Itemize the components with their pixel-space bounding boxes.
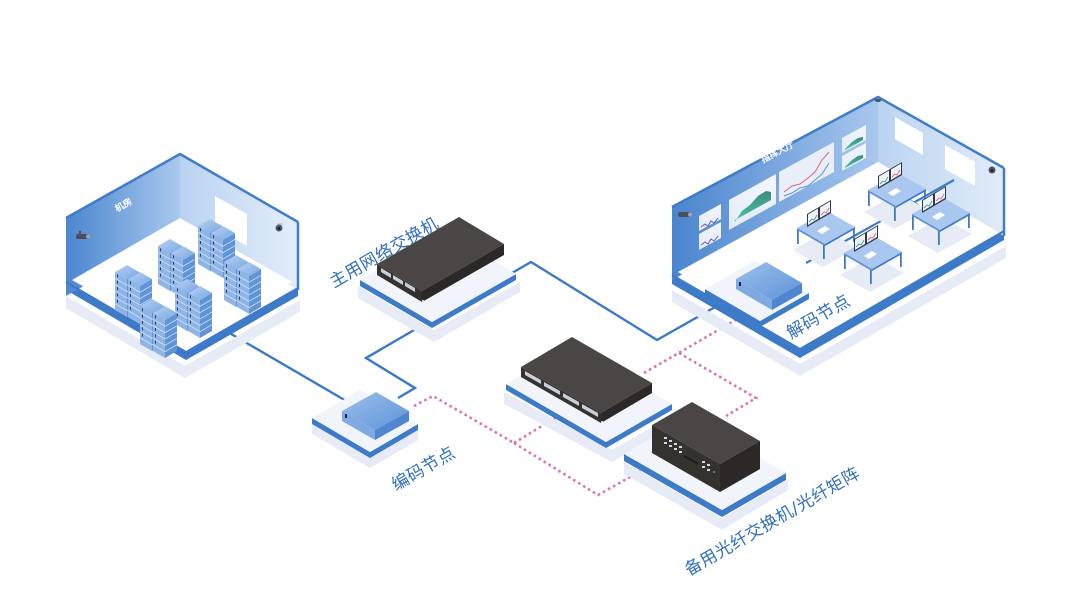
encoder-node[interactable]: 编码节点 xyxy=(312,390,459,495)
decoder-box-icon xyxy=(736,262,802,310)
link-server-room-to-encoder xyxy=(225,329,349,404)
link-encoder-to-main-switch xyxy=(363,324,422,400)
server-room-floor-edge xyxy=(66,282,298,360)
command-hall-floor-edge xyxy=(672,231,1004,358)
wall-screen-line-chart xyxy=(779,142,834,202)
operator-desk-icon xyxy=(908,186,972,253)
dome-camera-icon xyxy=(275,223,283,232)
command-hall-window-1 xyxy=(895,117,923,155)
platform-edge xyxy=(624,454,786,517)
link-junction-to-fiber-matrix xyxy=(513,441,649,497)
platform-shadow xyxy=(624,462,788,530)
platform-shadow xyxy=(504,392,672,462)
command-hall-window-2 xyxy=(945,145,975,186)
command-hall-shadow xyxy=(672,246,1006,376)
link-encoder-to-backup-junction xyxy=(413,394,515,445)
platform-edge xyxy=(506,384,672,448)
server-room-wall-left xyxy=(66,154,180,296)
server-rack-icon xyxy=(210,226,236,278)
fiber-matrix-chassis-icon xyxy=(652,402,760,492)
operator-desk-icon xyxy=(793,200,857,267)
video-wall xyxy=(699,125,866,250)
operator-desk-icon xyxy=(840,225,904,292)
link-backup-switch-to-decoder xyxy=(643,308,754,375)
fiber-matrix-node[interactable]: 备用光纤交换机/光纤矩阵 xyxy=(624,402,864,580)
platform-shadow xyxy=(358,282,520,342)
backup-switch-node[interactable] xyxy=(504,337,672,462)
server-room[interactable]: 机房 xyxy=(65,152,300,378)
wall-screen-small-2 xyxy=(699,222,721,250)
platform-shadow xyxy=(312,424,418,468)
server-racks xyxy=(114,219,262,358)
dome-camera-icon xyxy=(988,166,996,174)
platform-edge xyxy=(360,274,516,328)
server-rack-icon xyxy=(187,286,213,338)
main-switch-node[interactable]: 主用网络交换机 xyxy=(327,214,521,342)
server-rack-icon xyxy=(236,262,262,314)
network-switch-icon xyxy=(375,217,504,302)
platform-edge xyxy=(705,289,809,327)
command-hall-room[interactable]: 指挥大厅 xyxy=(671,95,1006,376)
cctv-camera-icon xyxy=(76,231,90,239)
link-fiber-matrix-to-decoder xyxy=(678,351,759,418)
encoder-box-icon xyxy=(342,392,409,440)
network-switch-icon xyxy=(519,337,652,423)
operator-desks xyxy=(793,162,972,292)
operator-desk-icon xyxy=(864,162,928,229)
server-room-window xyxy=(215,196,247,246)
ceiling-camera-icon xyxy=(874,99,882,102)
cctv-camera-icon xyxy=(678,212,692,217)
server-rack-icon xyxy=(152,306,178,358)
server-room-shadow xyxy=(66,296,300,378)
links-layer xyxy=(225,260,759,497)
link-main-switch-to-decoder xyxy=(499,260,732,342)
platform-edge xyxy=(312,418,418,458)
